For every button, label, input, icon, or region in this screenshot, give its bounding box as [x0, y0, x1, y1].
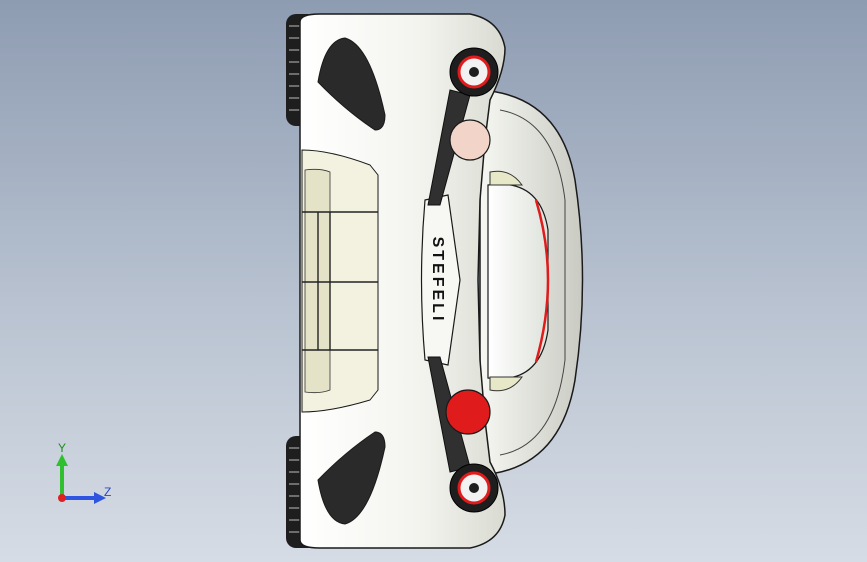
front-wheel-top: [449, 47, 499, 97]
z-axis-arrow: [94, 492, 106, 504]
brand-badge: STEFELI: [429, 237, 446, 324]
y-axis-label: Y: [58, 441, 66, 455]
center-spine: [420, 194, 461, 366]
intake-top: [317, 37, 386, 131]
axis-triad: Y Z: [56, 441, 111, 504]
lamp-bottom: [445, 389, 491, 435]
windshield-trim: [534, 199, 550, 363]
lamp-top: [449, 119, 491, 161]
axis-origin: [58, 494, 66, 502]
front-wheel-bottom: [449, 463, 499, 513]
mirror-top: [489, 170, 523, 186]
rear-deck-lines: [302, 211, 378, 351]
intake-bottom: [317, 431, 386, 525]
z-axis-label: Z: [104, 485, 111, 499]
y-axis-arrow: [56, 454, 68, 466]
roof-edge: [499, 109, 566, 456]
mirror-bottom: [489, 376, 523, 392]
